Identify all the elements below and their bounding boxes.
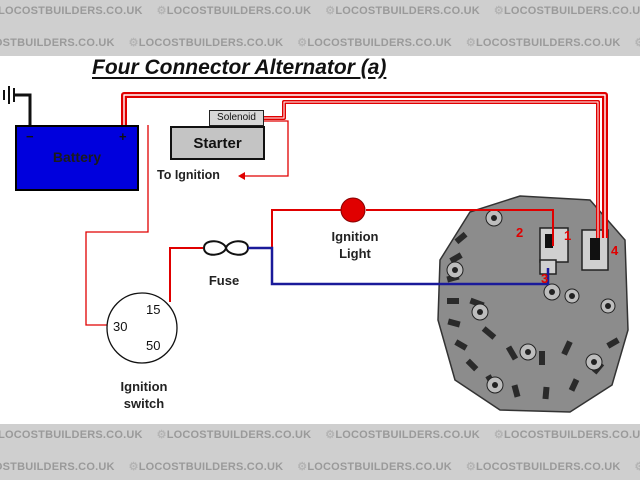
- alternator-terminal-4: 4: [611, 243, 619, 258]
- watermark-text: LOCOSTBUILDERS.CO.UK: [466, 460, 621, 473]
- alternator-terminal-1: 1: [564, 228, 572, 243]
- switch-terminal-50: 50: [146, 338, 161, 353]
- watermark-text: LOCOSTBUILDERS.CO.UK: [494, 4, 640, 17]
- ground-icon: [3, 86, 32, 125]
- watermark-row: LOCOSTBUILDERS.CO.UK LOCOSTBUILDERS.CO.UK…: [0, 36, 640, 49]
- to-ignition-label: To Ignition: [157, 168, 220, 182]
- watermark-text: LOCOSTBUILDERS.CO.UK: [129, 460, 284, 473]
- ignition-switch-body: [106, 292, 178, 364]
- starter-label: Starter: [193, 135, 242, 152]
- watermark-text: LOCOSTBUILDERS.CO.UK: [297, 460, 452, 473]
- watermark-text: LOCOSTBUILDERS.CO.UK: [157, 4, 312, 17]
- ignition-switch-label-line2: switch: [123, 396, 165, 411]
- watermark-text: LOCOSTBUILDERS.CO.UK: [325, 428, 480, 441]
- switch-terminal-15: 15: [146, 302, 161, 317]
- battery-positive-terminal: +: [119, 129, 127, 144]
- battery: − + Battery: [15, 125, 139, 191]
- battery-label: Battery: [52, 149, 102, 165]
- ignition-light-label: Ignition Light: [310, 228, 400, 262]
- ignition-switch-label-line1: Ignition: [120, 379, 168, 394]
- sense-wire: [248, 246, 550, 286]
- ignition-light-lamp: [340, 197, 366, 223]
- watermark-band-top: LOCOSTBUILDERS.CO.UK LOCOSTBUILDERS.CO.UK…: [0, 0, 640, 56]
- solenoid: Solenoid: [209, 110, 264, 126]
- main-charge-wire: [121, 92, 608, 238]
- starter-motor: Starter: [170, 126, 265, 160]
- ignition-switch-label: Ignition switch: [100, 378, 188, 412]
- watermark-text: LOCOSTBUILDERS.CO.UK: [0, 4, 143, 17]
- watermark-text: LOCOSTBUILDERS.CO.UK: [466, 36, 621, 49]
- battery-negative-terminal: −: [26, 129, 34, 144]
- fuse-label: Fuse: [208, 273, 240, 288]
- watermark-row: LOCOSTBUILDERS.CO.UK LOCOSTBUILDERS.CO.UK…: [0, 4, 640, 17]
- alternator-terminal-3: 3: [541, 271, 549, 286]
- ignition-light-label-line1: Ignition: [331, 229, 379, 244]
- alternator-terminal-2: 2: [516, 225, 524, 240]
- watermark-text: LOCOSTBUILDERS.CO.UK: [494, 428, 640, 441]
- watermark-text: LOCOSTBUILDERS.CO.UK: [0, 460, 115, 473]
- watermark-text: LOCOSTBUILDERS.CO.UK: [129, 36, 284, 49]
- watermark-text: LOCOSTBUILDERS.CO.UK: [325, 4, 480, 17]
- watermark-text: LOCOSTBUILDERS.CO.UK: [157, 428, 312, 441]
- solenoid-trigger-wire: [238, 120, 289, 180]
- watermark-band-bottom: LOCOSTBUILDERS.CO.UK LOCOSTBUILDERS.CO.UK…: [0, 424, 640, 480]
- watermark-row: LOCOSTBUILDERS.CO.UK LOCOSTBUILDERS.CO.UK…: [0, 460, 640, 473]
- solenoid-label: Solenoid: [217, 112, 256, 123]
- ignition-light-label-line2: Light: [339, 246, 371, 261]
- watermark-text: LOCOSTBUILDERS.CO.UK: [0, 36, 115, 49]
- watermark-row: LOCOSTBUILDERS.CO.UK LOCOSTBUILDERS.CO.UK…: [0, 428, 640, 441]
- alternator-body: [437, 195, 629, 413]
- switch-terminal-30: 30: [113, 319, 128, 334]
- fuse-icon: [202, 240, 250, 256]
- battery-to-switch-wire: [85, 125, 149, 326]
- watermark-text: LOCOSTBUILDERS.CO.UK: [0, 428, 143, 441]
- diagram-title: Four Connector Alternator (a): [92, 56, 387, 79]
- watermark-text: LOCOSTBUILDERS.CO.UK: [297, 36, 452, 49]
